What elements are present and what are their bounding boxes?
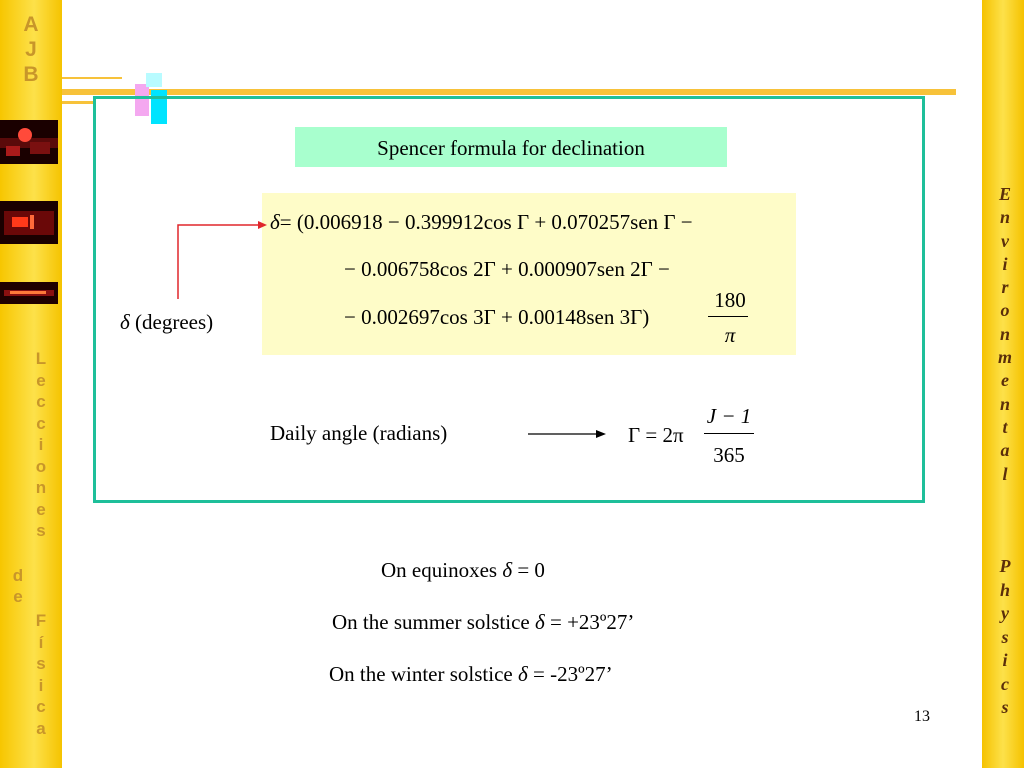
daily-angle-label: Daily angle (radians): [270, 421, 448, 445]
sidebar-letter: B: [23, 63, 39, 86]
fraction-bar: [708, 316, 748, 317]
sidebar-letter: n: [999, 207, 1010, 228]
sidebar-letter: o: [35, 456, 47, 476]
sidebar-letter: n: [999, 323, 1010, 344]
sidebar-letter: s: [1001, 697, 1009, 717]
right-sidebar: [982, 0, 1024, 768]
sidebar-letter: l: [1002, 463, 1008, 484]
sidebar-letter: s: [36, 521, 46, 540]
sidebar-letter: o: [1000, 300, 1010, 321]
delta-degrees-label: δ (degrees): [120, 310, 213, 335]
sidebar-letter: e: [1001, 370, 1009, 391]
sidebar-letter: y: [1001, 603, 1009, 623]
content-frame: [93, 96, 925, 503]
sidebar-letter: v: [1001, 230, 1009, 251]
gamma-fraction-bar: [704, 433, 754, 434]
fraction-denominator: π: [724, 323, 736, 347]
equinox-statement: On equinoxes δ = 0: [381, 558, 545, 583]
page-number: 13: [914, 708, 930, 725]
winter-value: = -23º27’: [532, 662, 613, 686]
title-box: [295, 127, 727, 167]
slide-title: Spencer formula for declination: [377, 136, 645, 160]
sidebar-letter: c: [1001, 673, 1009, 694]
formula-box: [262, 193, 796, 355]
delta-symbol: δ: [517, 662, 528, 686]
sidebar-letter: J: [25, 38, 37, 61]
winter-text: On the winter solstice: [329, 662, 513, 686]
gamma-denominator: 365: [713, 443, 745, 467]
equinox-text: On equinoxes: [381, 558, 498, 582]
formula-line-1: δ= (0.006918 − 0.399912cos Γ + 0.070257s…: [270, 210, 693, 235]
sidebar-letter: A: [23, 13, 39, 36]
summer-value: = +23º27’: [549, 610, 635, 634]
gamma-numerator: J − 1: [706, 404, 752, 428]
sidebar-letter: c: [36, 697, 46, 716]
degrees-text: (degrees): [135, 310, 214, 334]
sidebar-letter: e: [36, 499, 46, 519]
thumbnail-image-3: [0, 282, 58, 304]
equinox-value: = 0: [517, 558, 545, 582]
sidebar-letter: i: [38, 435, 44, 454]
sidebar-letter: c: [36, 413, 46, 433]
sidebar-letter: d: [12, 566, 24, 585]
formula-line-3: − 0.002697cos 3Γ + 0.00148sen 3Γ): [344, 305, 650, 329]
sidebar-letter: h: [999, 579, 1010, 600]
sidebar-letter: P: [999, 556, 1011, 576]
sidebar-letter: i: [1002, 253, 1008, 274]
decor-square-lightcyan: [146, 73, 162, 87]
sidebar-letter: e: [36, 370, 46, 390]
sidebar-letter: n: [999, 393, 1010, 414]
sidebar-letter: n: [35, 478, 47, 497]
sidebar-letter: s: [36, 654, 46, 673]
formula-line-2: − 0.006758cos 2Γ + 0.000907sen 2Γ −: [344, 257, 670, 281]
formula-line-1-text: = (0.006918 − 0.399912cos Γ + 0.070257se…: [279, 210, 693, 234]
summer-statement: On the summer solstice δ = +23º27’: [332, 610, 634, 635]
decor-line-top: [62, 77, 122, 79]
sidebar-letter: t: [1002, 416, 1008, 437]
decor-line-main: [62, 89, 956, 95]
sidebar-letter: a: [36, 718, 46, 738]
thumbnail-image-2: [0, 201, 58, 244]
sidebar-letter: m: [997, 347, 1012, 368]
black-arrow: [528, 430, 606, 438]
sidebar-letter: i: [1002, 650, 1008, 670]
delta-symbol: δ: [120, 310, 130, 334]
sidebar-letter: c: [36, 392, 46, 411]
winter-statement: On the winter solstice δ = -23º27’: [329, 662, 613, 687]
sidebar-letter: i: [38, 675, 44, 695]
sidebar-letter: F: [35, 611, 47, 630]
thumbnail-image-1: [0, 120, 58, 164]
sidebar-letter: í: [38, 632, 44, 652]
sidebar-letter: E: [998, 184, 1011, 204]
gamma-lhs: Γ = 2π: [628, 423, 684, 447]
sidebar-letter: r: [1001, 277, 1009, 298]
decor-line-short: [62, 101, 94, 104]
sidebar-letter: s: [1001, 626, 1009, 647]
sidebar-letter: L: [35, 349, 47, 368]
delta-symbol: δ: [270, 210, 280, 234]
delta-symbol: δ: [502, 558, 513, 582]
delta-symbol: δ: [534, 610, 545, 634]
red-arrow: [177, 221, 267, 299]
decor-square-pink: [135, 84, 149, 116]
sidebar-letter: a: [1000, 440, 1010, 461]
sidebar-letter: e: [13, 587, 23, 606]
summer-text: On the summer solstice: [332, 610, 530, 634]
fraction-numerator: 180: [714, 288, 746, 312]
